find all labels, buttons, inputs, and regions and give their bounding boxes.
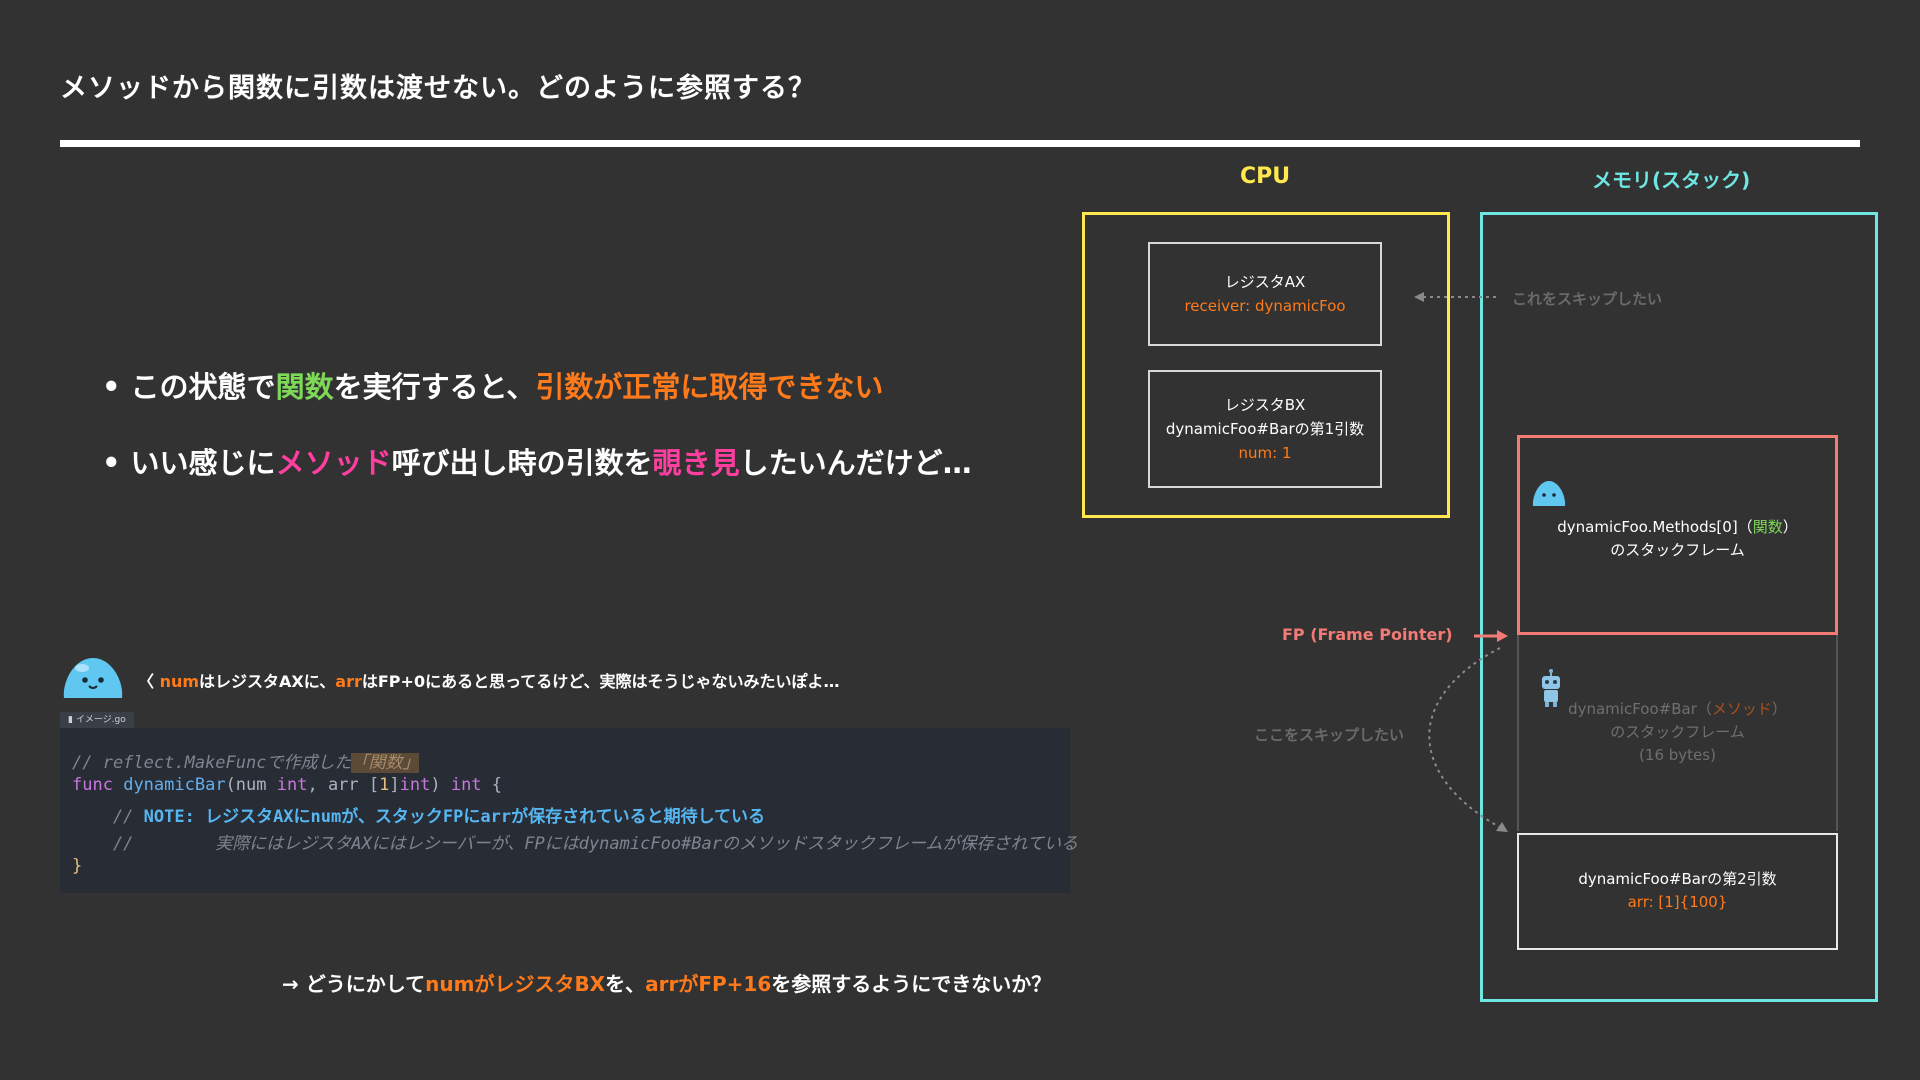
code-note-comment: NOTE: レジスタAXにnumが、スタックFPにarrが保存されていると期待し… [144,807,765,827]
speech-text-b: はFP+0にあると思ってるけど、実際はそうじゃないみたいぽよ… [362,672,840,691]
code-params-a: (num [226,775,277,795]
bullet-1-text-a: この状態で [131,370,276,404]
register-ax: レジスタAX receiver: dynamicFoo [1148,242,1382,346]
code-function-name: dynamicBar [123,775,225,795]
register-bx-desc: dynamicFoo#Barの第1引数 [1150,417,1380,441]
code-line-2: func dynamicBar(num int, arr [1]int) int… [72,775,502,795]
question-highlight-num: numがレジスタBX [425,972,605,996]
bullet-1-highlight-function: 関数 [276,370,334,404]
title-divider [60,140,1860,147]
stack-frame-method-label: dynamicFoo#Bar（メソッド） のスタックフレーム (16 bytes… [1517,698,1838,767]
file-icon: ▮ [68,715,76,725]
code-params-b: , arr [ [307,775,379,795]
bullet-1-text-b: を実行すると、 [334,370,536,404]
skip-annotation-2: ここをスキップしたい [1254,724,1404,745]
frame-b-text-b: ） [1772,700,1787,718]
code-comment: // reflect.MakeFuncで作成した [72,753,351,773]
frame-pointer-label: FP (Frame Pointer) [1282,625,1453,644]
question-text-c: を参照するようにできないか？ [771,972,1051,996]
code-brace-close: } [72,856,82,876]
code-line-3: // NOTE: レジスタAXにnumが、スタックFPにarrが保存されていると… [72,802,765,827]
code-keyword-func: func [72,775,113,795]
frame-a-text-b: ） [1783,518,1798,536]
question-text-b: を、 [605,972,645,996]
skip-annotation-1: これをスキップしたい [1512,288,1662,309]
memory-label: メモリ(スタック) [1592,164,1750,193]
bullet-1-highlight-problem: 引数が正常に取得できない [535,370,883,404]
register-bx-name: レジスタBX [1150,393,1380,417]
bullet-2: • いい感じにメソッド呼び出し時の引数を覗き見したいんだけど… [102,440,972,482]
frame-b-text-c: のスタックフレーム [1517,721,1838,744]
question-highlight-arr: arrがFP+16 [645,972,771,996]
speech-arr: arr [335,672,362,691]
register-ax-name: レジスタAX [1150,270,1380,294]
arg2-desc: dynamicFoo#Barの第2引数 [1517,868,1838,891]
bullet-dot-icon: • [102,370,121,404]
code-params-c: ] [389,775,399,795]
register-ax-value: receiver: dynamicFoo [1150,294,1380,318]
code-array-size: 1 [379,775,389,795]
bullet-1: • この状態で関数を実行すると、引数が正常に取得できない [102,364,883,406]
code-comment-actual: // 実際にはレジスタAXにはレシーバーが、FPにはdynamicFoo#Bar… [72,834,1078,854]
speech-bracket: 〈 [138,672,154,691]
code-return-type: int [451,775,482,795]
code-brace-open: { [482,775,502,795]
page-title: メソッドから関数に引数は渡せない。どのように参照する？ [60,66,816,105]
question-line: → どうにかしてnumがレジスタBXを、arrがFP+16を参照するようにできな… [282,968,1051,997]
frame-a-text-c: のスタックフレーム [1517,539,1838,562]
bullet-2-text-a: いい感じに [131,446,276,480]
code-params-d: ) [430,775,450,795]
slime-small-icon [1531,478,1567,508]
code-line-1: // reflect.MakeFuncで作成した「関数」 [72,748,419,773]
code-line-5: } [72,856,82,876]
bullet-2-highlight-peek: 覗き見 [653,446,740,480]
slime-speech: 〈 numはレジスタAXに、arrはFP+0にあると思ってるけど、実際はそうじゃ… [138,668,839,692]
stack-frame-function-label: dynamicFoo.Methods[0]（関数） のスタックフレーム [1517,516,1838,562]
code-type-int-1: int [277,775,308,795]
cpu-label: CPU [1240,164,1290,189]
question-text-a: → どうにかして [282,972,425,996]
frame-b-size: (16 bytes) [1517,744,1838,767]
code-comment-prefix: // [72,807,144,827]
bullet-2-text-b: 呼び出し時の引数を [392,446,653,480]
code-file-name: イメージ.go [76,715,126,725]
bullet-dot-icon: • [102,446,121,480]
register-bx-value: num: 1 [1150,441,1380,465]
arg2-value: arr: [1]{100} [1517,891,1838,914]
speech-num: num [160,672,199,691]
register-bx: レジスタBX dynamicFoo#Barの第1引数 num: 1 [1148,370,1382,488]
frame-a-function-tag: 関数 [1753,518,1783,536]
speech-text-a: はレジスタAXに、 [199,672,335,691]
code-file-tab[interactable]: ▮ イメージ.go [60,712,134,728]
code-line-4: // 実際にはレジスタAXにはレシーバーが、FPにはdynamicFoo#Bar… [72,829,1078,854]
code-comment-highlight: 「関数」 [351,753,419,773]
bullet-2-text-c: したいんだけど… [740,446,972,480]
frame-a-text-a: dynamicFoo.Methods[0]（ [1557,518,1752,536]
code-block: // reflect.MakeFuncで作成した「関数」 func dynami… [60,728,1070,893]
bullet-2-highlight-method: メソッド [276,446,392,480]
slime-mascot-icon [60,652,126,702]
frame-b-method-tag: メソッド [1712,700,1772,718]
stack-arg2-label: dynamicFoo#Barの第2引数 arr: [1]{100} [1517,868,1838,914]
frame-b-text-a: dynamicFoo#Bar（ [1568,700,1712,718]
code-type-int-2: int [400,775,431,795]
